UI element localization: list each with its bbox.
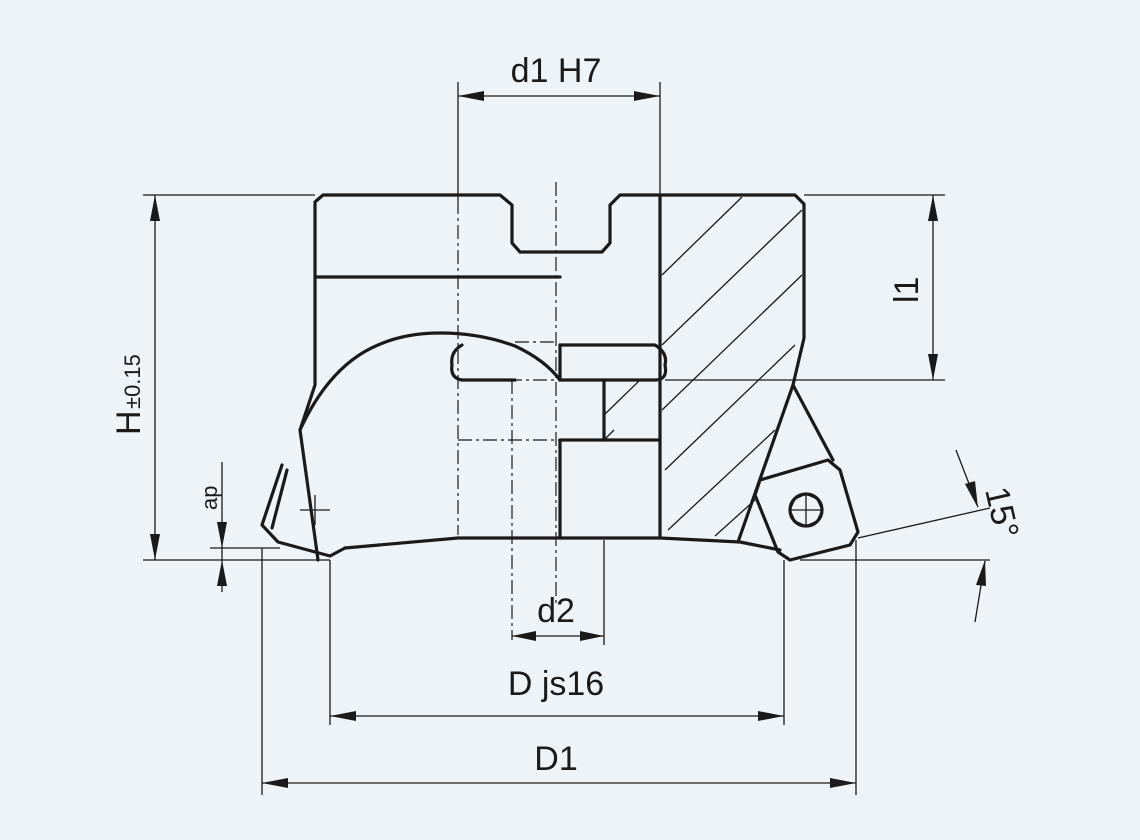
dimension-labels: d1 H7 d2 D js16 D1 H ±0.15 l1 ap 15° [110, 52, 1026, 778]
label-d1-outer: D1 [534, 740, 577, 778]
label-d-js16: D js16 [508, 665, 604, 703]
label-h-tolerance: ±0.15 [120, 354, 145, 409]
label-ap-group: ap [197, 486, 222, 510]
label-d2: d2 [537, 592, 575, 630]
label-angle-group: 15° [977, 483, 1026, 542]
label-d1-h7: d1 H7 [511, 52, 602, 90]
label-angle-15: 15° [977, 483, 1026, 542]
cutter-body [260, 193, 835, 562]
label-ap: ap [197, 486, 222, 510]
center-lines [300, 182, 604, 640]
label-l1-group: l1 [888, 277, 926, 303]
extension-lines [143, 82, 991, 795]
label-h: H [110, 410, 148, 435]
right-insert [753, 458, 860, 562]
dimension-lines [150, 91, 986, 788]
label-h-group: H ±0.15 [110, 354, 148, 435]
section-hatching [603, 196, 803, 537]
label-l1: l1 [888, 277, 926, 303]
